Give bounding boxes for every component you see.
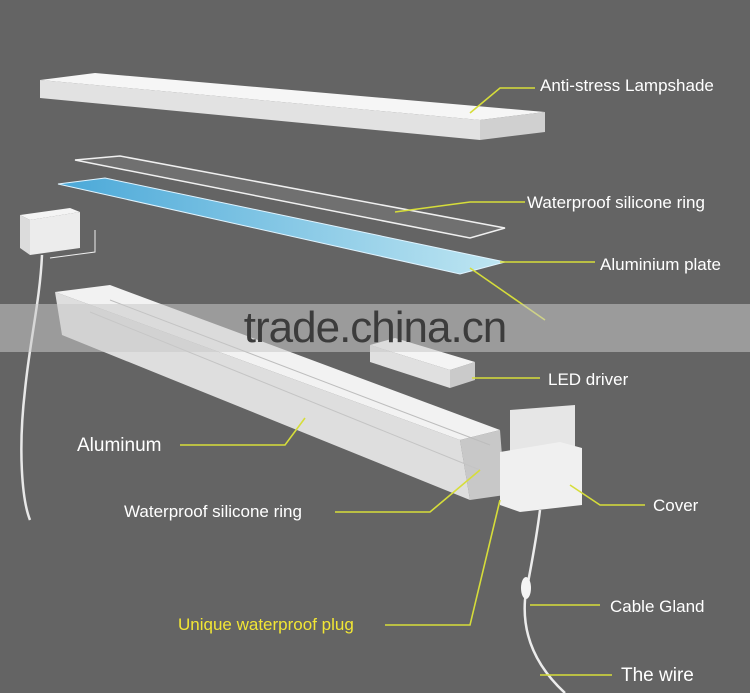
label-ring-top: Waterproof silicone ring (527, 193, 705, 212)
label-driver: LED driver (548, 370, 629, 389)
left-wire (20, 254, 44, 521)
end-cap (20, 208, 96, 259)
silicone-ring-top (74, 155, 506, 239)
cable (523, 509, 566, 693)
label-gland: Cable Gland (610, 597, 705, 616)
label-lampshade: Anti-stress Lampshade (540, 76, 714, 95)
watermark-band (0, 304, 750, 352)
label-plug: Unique waterproof plug (178, 615, 354, 634)
lampshade (40, 73, 545, 140)
label-ring-bottom: Waterproof silicone ring (124, 502, 302, 521)
label-cover: Cover (653, 496, 699, 515)
label-wire: The wire (621, 665, 694, 686)
leader-lines (180, 87, 645, 676)
watermark: trade.china.cn (243, 303, 507, 352)
cable-gland (521, 577, 531, 599)
label-aluminum: Aluminum (77, 435, 162, 456)
label-plate: Aluminium plate (600, 255, 721, 274)
cover (500, 405, 582, 512)
